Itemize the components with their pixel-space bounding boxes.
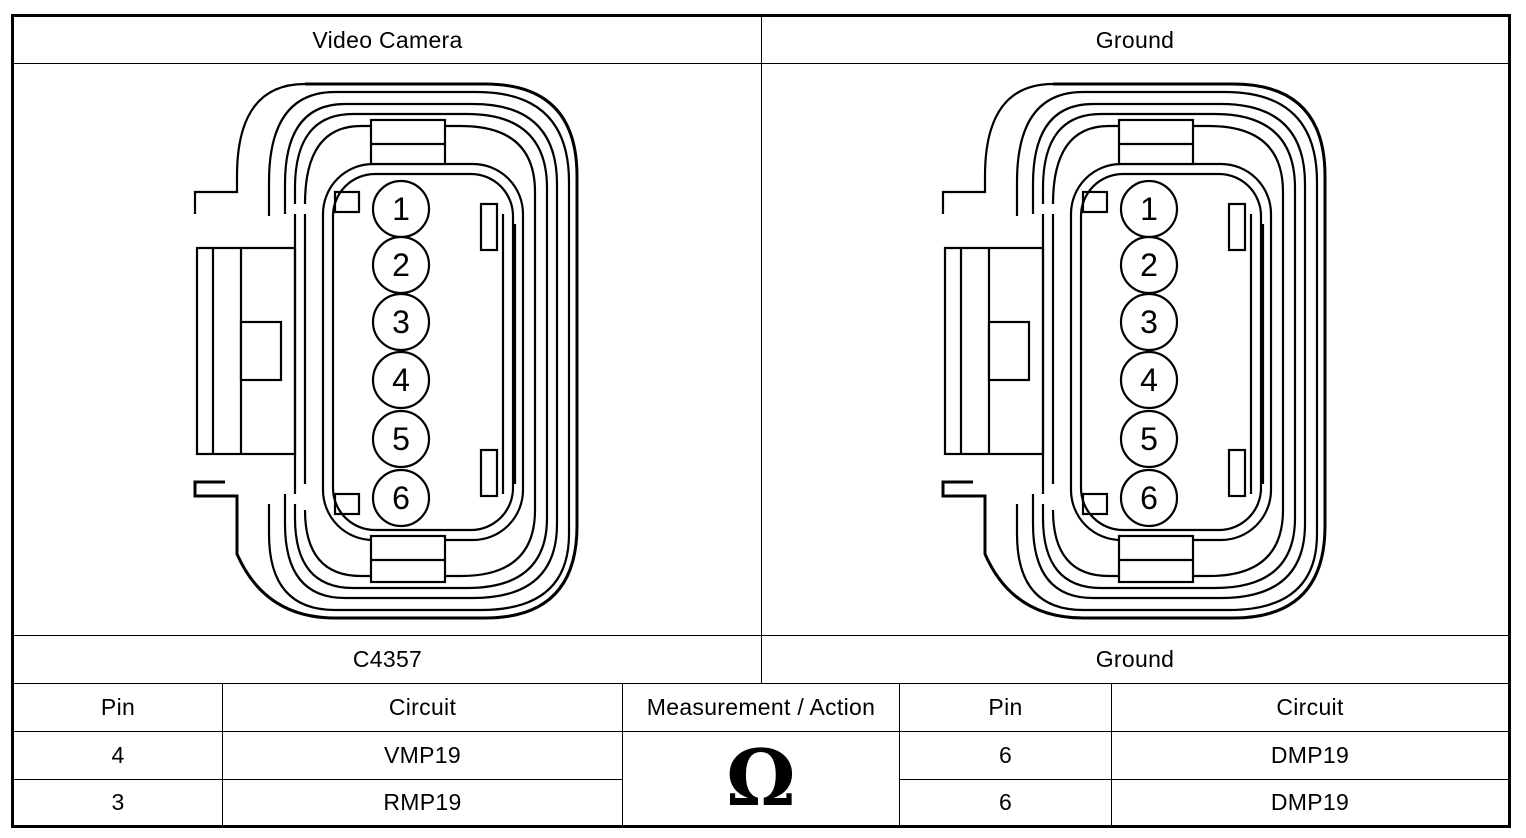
pin-6-label: 6	[1140, 480, 1158, 516]
pin-2-label: 2	[392, 247, 410, 283]
header-circuit-right: Circuit	[1276, 694, 1344, 720]
divider-col-2	[622, 683, 623, 825]
pin-3-circle	[1119, 292, 1179, 352]
connector-outer-shell	[193, 82, 579, 620]
left-connector-diagram: 1 2 3 4 5 6	[193, 82, 579, 620]
right-connector-title: Ground	[1095, 26, 1175, 53]
pin-circles: 1 2 3 4 5 6	[1119, 179, 1179, 528]
header-circuit-left: Circuit	[388, 694, 457, 720]
pin-6-circle	[371, 468, 431, 528]
divider-row-right	[899, 779, 1508, 780]
pin-1-label: 1	[1140, 191, 1158, 227]
pin-2-label: 2	[1140, 247, 1158, 283]
connector-test-table	[11, 14, 1511, 828]
pin-5-circle	[1119, 409, 1179, 469]
right-connector-id: Ground	[1095, 646, 1175, 672]
divider-header	[14, 63, 1508, 64]
ohm-symbol-icon: Ω	[726, 732, 796, 824]
left-connector-id: C4357	[352, 646, 423, 672]
left-connector-title: Video Camera	[312, 26, 463, 53]
row-2-circuit-right: DMP19	[1270, 789, 1350, 815]
row-2-pin-left: 3	[111, 789, 125, 815]
header-pin-right: Pin	[988, 694, 1023, 720]
right-connector-diagram: 1 2 3 4 5 6	[941, 82, 1327, 620]
row-1-circuit-right: DMP19	[1270, 742, 1350, 768]
pin-5-label: 5	[392, 421, 410, 457]
pin-4-circle	[371, 350, 431, 410]
pin-6-circle	[1119, 468, 1179, 528]
latch-top	[1117, 118, 1195, 166]
pin-3-label: 3	[1140, 304, 1158, 340]
latch-top	[369, 118, 447, 166]
row-2-pin-right: 6	[998, 789, 1013, 815]
pin-5-label: 5	[1140, 421, 1158, 457]
divider-top-center	[761, 17, 762, 683]
pin-5-circle	[371, 409, 431, 469]
pin-4-label: 4	[392, 362, 410, 398]
pin-4-label: 4	[1140, 362, 1158, 398]
connector-outer-shell	[941, 82, 1327, 620]
header-measurement: Measurement / Action	[646, 694, 876, 720]
pin-1-label: 1	[392, 191, 410, 227]
pin-3-label: 3	[392, 304, 410, 340]
pin-6-label: 6	[392, 480, 410, 516]
divider-col-1	[222, 683, 223, 825]
measurement-ohm-cell: Ω	[623, 732, 899, 825]
divider-col-4	[1111, 683, 1112, 825]
divider-col-3	[899, 683, 900, 825]
row-1-pin-right: 6	[998, 742, 1013, 768]
divider-table-header	[14, 731, 1508, 732]
header-pin-left: Pin	[100, 694, 136, 720]
pin-4-circle	[1119, 350, 1179, 410]
divider-row-left	[14, 779, 622, 780]
pin-circles: 1 2 3 4 5 6	[371, 179, 431, 528]
pin-3-circle	[371, 292, 431, 352]
row-1-circuit-left: VMP19	[384, 742, 461, 768]
divider-diagram-bottom	[14, 635, 1508, 636]
row-1-pin-left: 4	[111, 742, 125, 768]
row-2-circuit-left: RMP19	[383, 789, 462, 815]
divider-label-bottom	[14, 683, 1508, 684]
